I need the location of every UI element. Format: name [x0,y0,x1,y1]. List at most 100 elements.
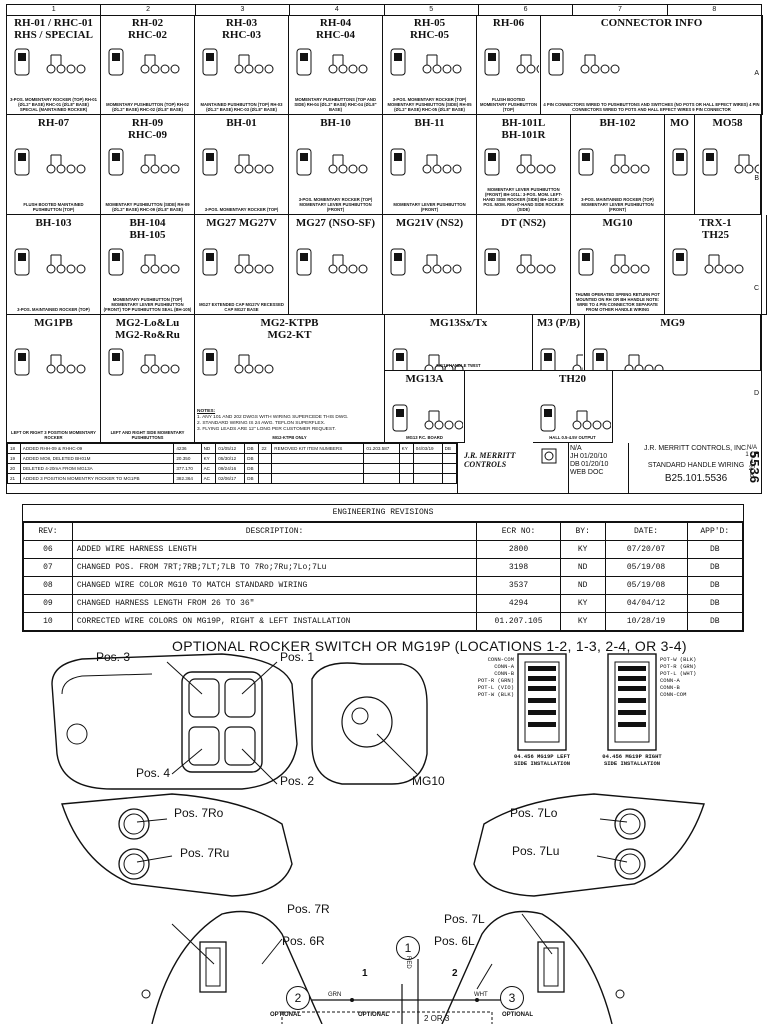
table-cell: DB [686,558,744,577]
row-c: C [753,285,759,292]
switch-schematic-icon [108,248,180,276]
cell-row2-8: MO58 [695,115,761,215]
table-cell: DB [686,576,744,595]
cell-description: MOMENTARY LEVER PUSHBUTTON (FRONT) [393,202,466,212]
circle-3: 3 [500,986,524,1010]
pos-7lu-label: Pos. 7Lu [512,844,560,858]
table-cell: 20.350 [173,453,202,464]
switch-schematic-icon [296,248,368,276]
col-5: 5 [385,5,479,15]
wiring-sheet: 1 2 3 4 5 6 7 8 A B C D RH-01 / RHC-01 R… [6,4,767,494]
table-cell [398,463,414,474]
note-3: 3. FLYING LEADS ARE 12" LONG PER CUSTOME… [197,427,336,432]
tb-size: B [749,473,754,479]
pos-4-label: Pos. 4 [136,766,171,780]
tb-date2: 01/20/10 [581,461,609,468]
table-header-cell: APP'D: [686,522,744,541]
tb-date1: 01/20/10 [579,453,608,460]
table-header-cell: BY: [559,522,606,541]
cell-description: 3-POS. MOMENTARY ROCKER (TOP) MOMENTARY … [387,97,472,112]
cell-title: BH-10 [320,117,351,129]
row-a: A [754,70,759,77]
table-cell: 10/28/19 [604,612,688,631]
eng-title: ENGINEERING REVISIONS [23,505,743,522]
table-header-cell: DESCRIPTION: [71,522,478,541]
pos-6r-label: Pos. 6R [282,934,325,948]
table-cell: DB [686,594,744,613]
table-cell [363,453,400,464]
switch-schematic-icon [392,348,464,370]
col-2: 2 [101,5,196,15]
sch-optional-left: OPTIONAL [270,1012,301,1018]
table-cell: 09 [23,594,73,613]
left-pin-0: CONN-COM [487,656,514,663]
table-cell: 05/19/08 [604,576,688,595]
cell-row1-4: RH-05 RHC-05 3-POS. MOMENTARY ROCKER (TOP… [383,15,477,115]
right-pin-4: CONN-B [660,684,680,691]
cell-title: BH-101L BH-101R [501,117,546,141]
cell-title: BH-104 BH-105 [129,217,166,241]
note-1: 1. ANY 101 AND 202 DWGS WITH WIRING SUPE… [197,415,349,420]
side-cap-outline [311,662,428,785]
cell-title: RH-05 RHC-05 [409,17,450,41]
right-pin-0: POT-W (BLK) [660,656,697,663]
tb-side: N/A 1 OF 1 22 B [745,445,759,480]
col-8: 8 [712,6,717,13]
engineering-revisions: ENGINEERING REVISIONS REV:DESCRIPTION:EC… [22,504,744,632]
table-cell: 05/30/12 [215,453,246,464]
table-cell: 3198 [476,558,561,577]
table-cell: DB [441,443,458,454]
cell-title: MG27 MG27V [206,217,277,229]
cell-title: RH-07 [37,117,70,129]
table-cell: DB [686,540,744,559]
sch-optional-right: OPTIONAL [502,1012,533,1018]
cell-title: DT (NS2) [501,217,546,229]
table-cell: 22 [258,443,273,454]
cell-title: RH-06 [492,17,525,29]
right-pin-5: CONN-COM [660,691,687,698]
pos-3-label: Pos. 3 [96,650,131,664]
cell-description: MOMENTARY PUSHBUTTONS (TOP AND SIDE) RH-… [294,97,377,112]
rocker-locations [181,671,263,773]
cell-title: MO [670,117,689,129]
sch-label-grn: GRN [328,992,342,998]
mg19p-right-pins: POT-W (BLK) POT-R (GRN) POT-L (WHT) CONN… [660,656,720,698]
table-cell: DB [244,463,260,474]
cell-title: BH-102 [599,117,636,129]
table-cell: 02/06/17 [215,473,246,484]
mg19p-left-caption: 04.456 MG19P LEFT SIDE INSTALLATION [513,753,571,767]
cell-title: TRX-1 TH25 [699,217,732,241]
switch-schematic-icon [14,148,86,176]
table-cell [412,463,443,474]
table-cell: 05/19/08 [604,558,688,577]
col-7: 7 [573,5,668,15]
cell-title: BH-01 [226,117,257,129]
table-cell [363,463,400,474]
cell-title: MG2-KTPB MG2-KT [260,317,319,341]
right-pin-3: CONN-A [660,677,680,684]
table-cell: REMOVED KIT ITEM NUMBERS [271,443,365,454]
table-cell: 01.203.587 [363,443,400,454]
table-header-cell: REV: [23,522,73,541]
table-cell: KY [559,540,606,559]
table-cell: 08 [23,576,73,595]
switch-schematic-icon [540,404,611,432]
switch-schematic-icon [390,148,462,176]
cell-description: FLUSH BOOTED MOMENTARY PUSHBUTTON (TOP) [479,97,538,112]
table-cell [412,453,443,464]
pos-7r-label: Pos. 7R [287,902,330,916]
cell-description: MOMENTARY PUSHBUTTON (TOP) MOMENTARY LEV… [103,297,192,312]
logo-box: J.R. MERRITT CONTROLS [458,443,569,493]
table-cell: AC [200,473,217,484]
cell-description: LEFT OR RIGHT 3 POSITION MOMENTARY ROCKE… [11,430,96,440]
